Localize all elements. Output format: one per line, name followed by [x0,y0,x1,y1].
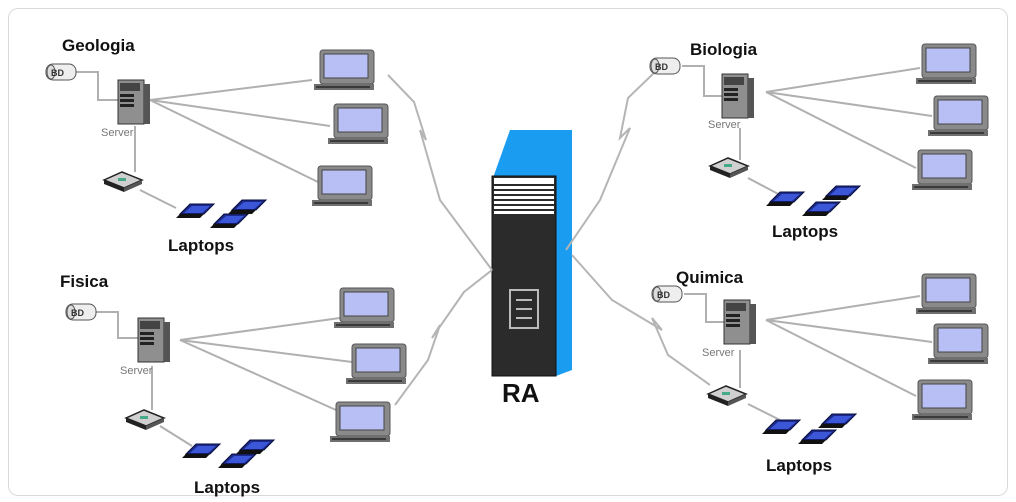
hub-icon [709,157,749,179]
dept-label-fisica: Fisica [60,272,109,291]
laptops-label: Laptops [168,236,235,255]
laptop-icon [817,413,857,429]
workstation-icon [911,149,973,191]
laptop-icon [761,419,801,435]
hub-icon [707,385,747,407]
workstation-icon [915,43,977,85]
workstation-icon [927,95,989,137]
cluster-geologia: Server BD [45,49,389,229]
server-label: Server [708,119,741,131]
laptops-label: Laptops [194,478,261,497]
server-icon [117,79,151,125]
workstation-icon [333,287,395,329]
db-label: BD [657,290,670,300]
server-label: Server [702,347,735,359]
laptop-icon [209,213,249,229]
db-label: BD [71,308,84,318]
laptop-icon [821,185,861,201]
server-icon [723,299,757,345]
db-label: BD [51,68,64,78]
cluster-fisica: Server BD [65,287,407,469]
laptop-icon [181,443,221,459]
workstation-icon [327,103,389,145]
workstation-icon [311,165,373,207]
server-label: Server [101,127,134,139]
laptop-icon [765,191,805,207]
laptop-icon [235,439,275,455]
workstation-icon [915,273,977,315]
dept-label-geologia: Geologia [62,36,135,55]
hub-icon [125,409,165,431]
laptop-icon [217,453,257,469]
server-label: Server [120,365,153,377]
cluster-biologia: Server BD [649,43,989,217]
dept-label-quimica: Quimica [676,268,744,287]
workstation-icon [345,343,407,385]
dept-label-biologia: Biologia [690,40,758,59]
ra-server [491,130,572,377]
ra-label: RA [502,378,540,408]
workstation-icon [911,379,973,421]
wan-links [387,71,711,406]
laptop-icon [797,429,837,445]
workstation-icon [927,323,989,365]
workstation-icon [329,401,391,443]
laptop-icon [801,201,841,217]
db-label: BD [655,62,668,72]
hub-icon [103,171,143,193]
laptops-label: Laptops [766,456,833,475]
server-icon [721,73,755,119]
laptops-label: Laptops [772,222,839,241]
server-icon [137,317,171,363]
cluster-quimica: Server BD [651,273,989,445]
laptop-icon [175,203,215,219]
laptop-icon [227,199,267,215]
workstation-icon [313,49,375,91]
